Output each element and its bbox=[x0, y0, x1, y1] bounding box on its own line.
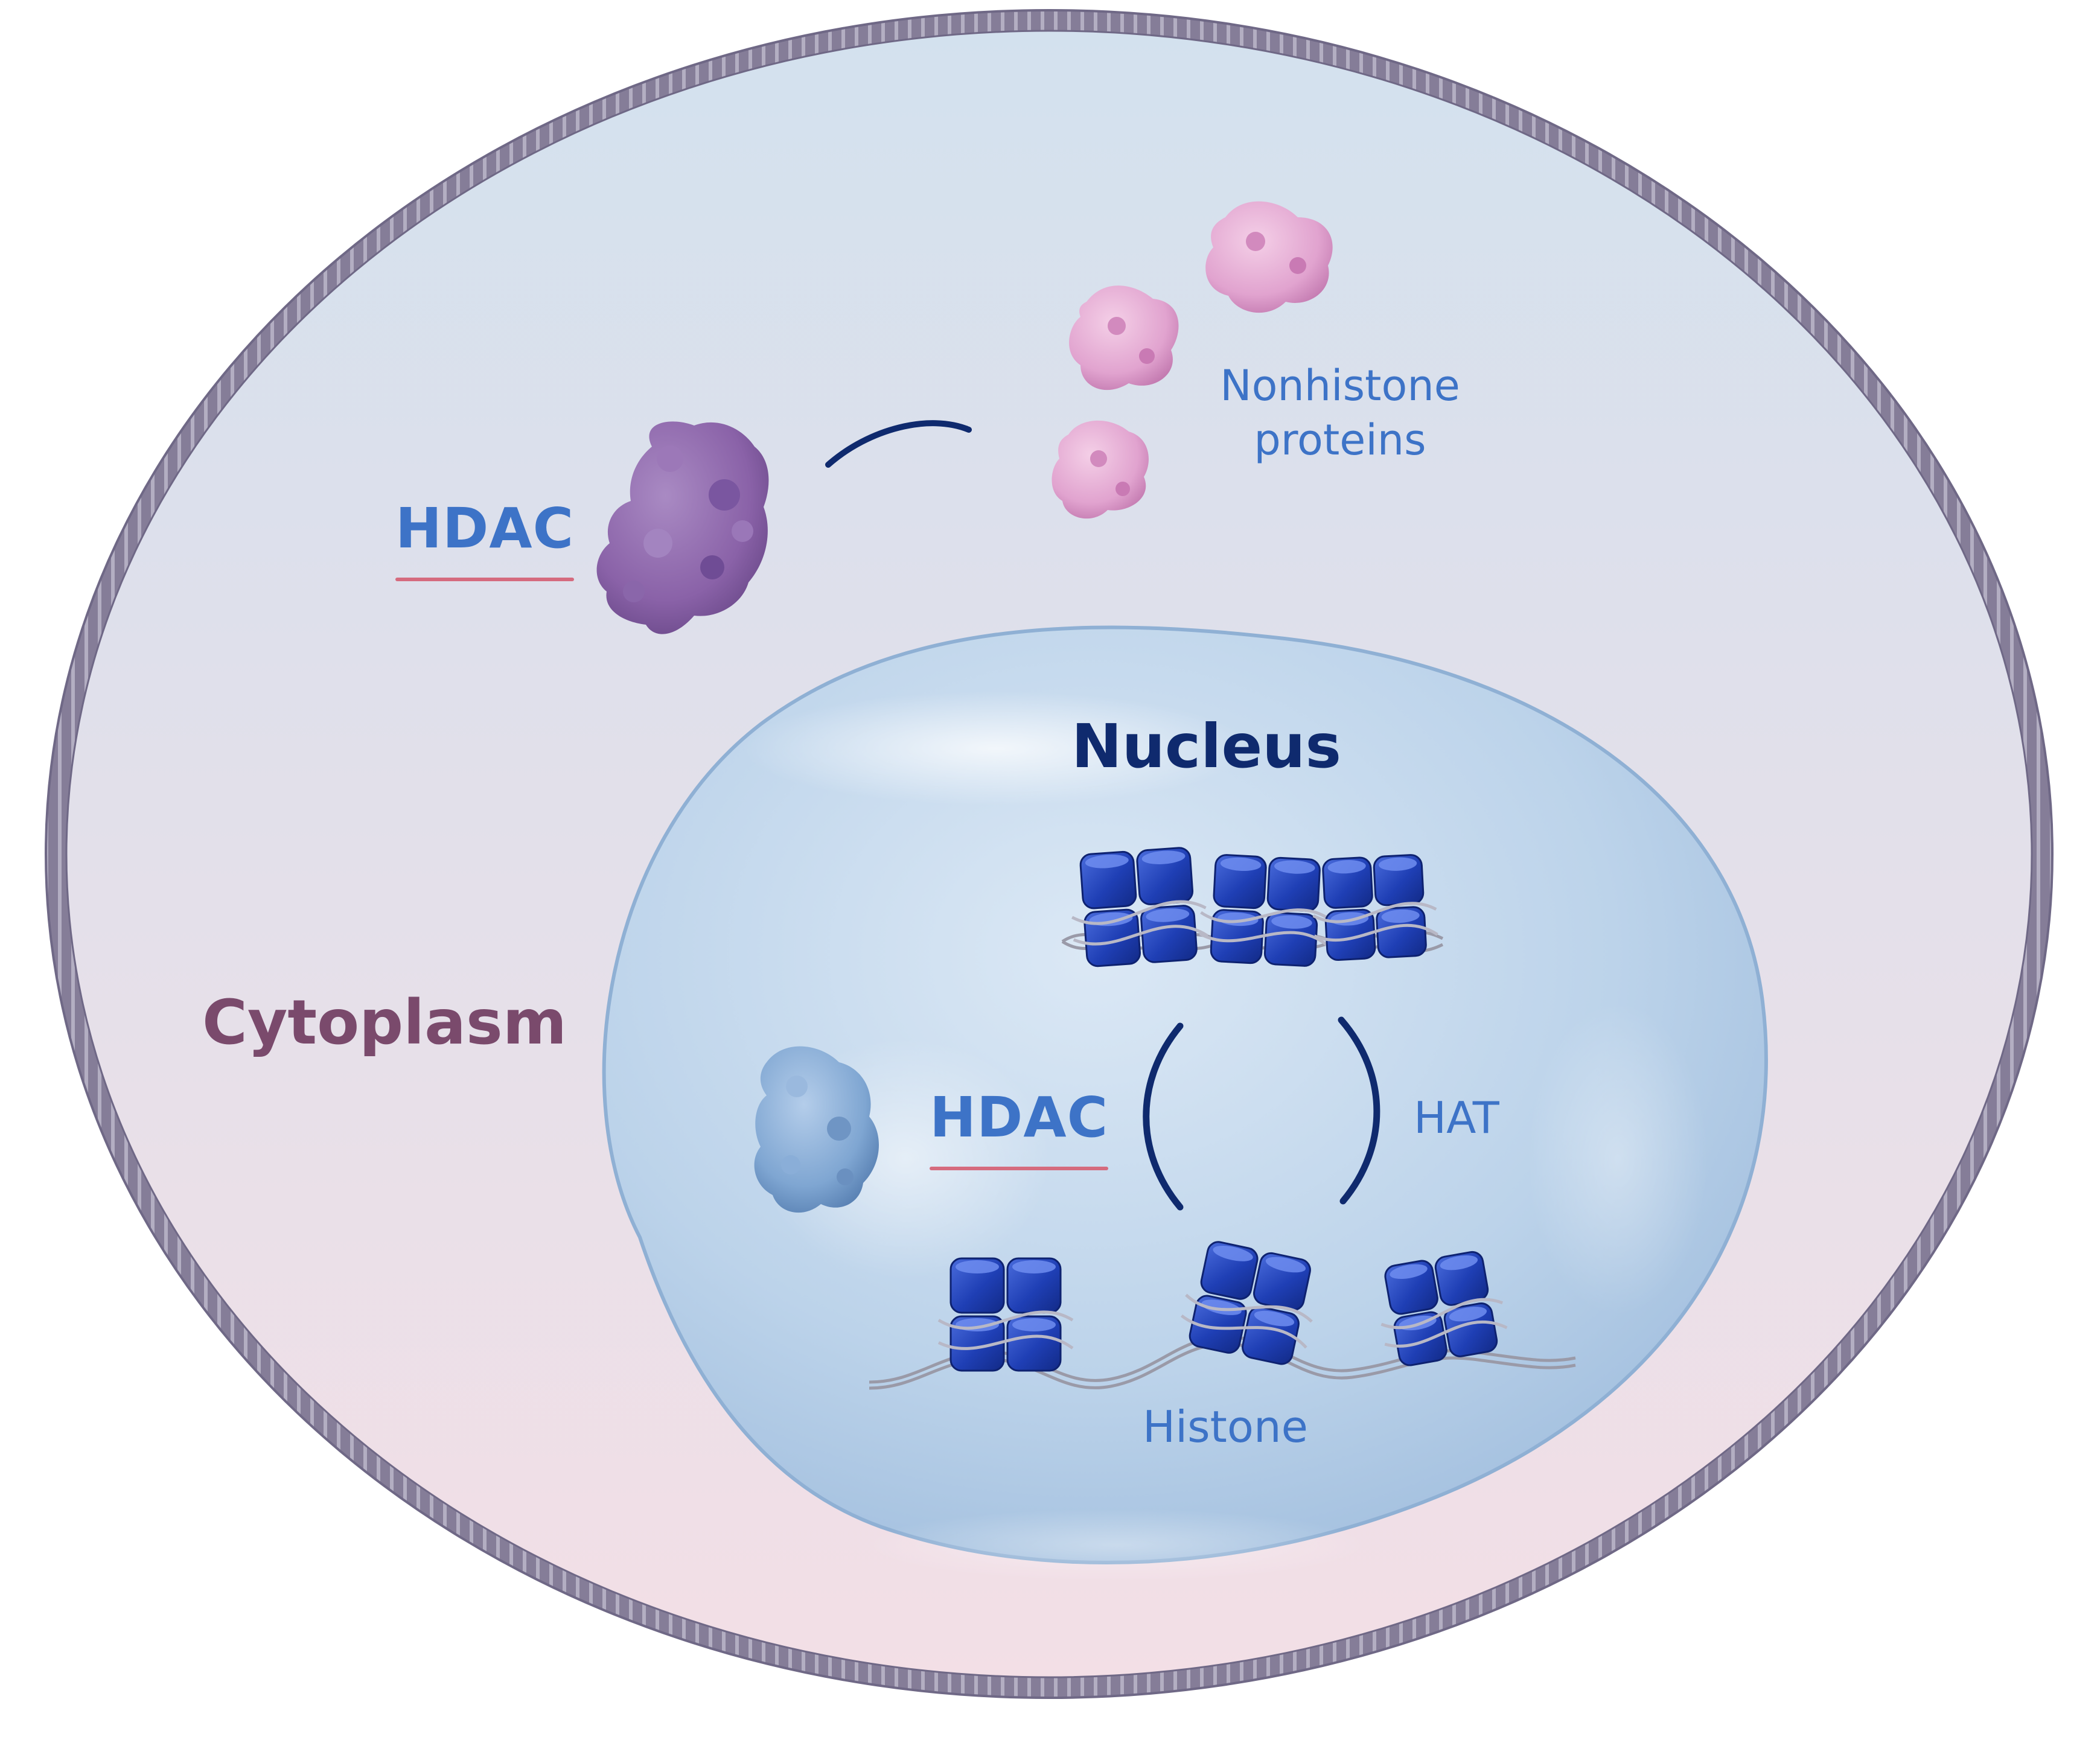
nonhistone-label-line1: Nonhistone bbox=[1220, 361, 1460, 410]
histone-label: Histone bbox=[1143, 1401, 1308, 1452]
nonhistone-protein-2 bbox=[1069, 285, 1179, 390]
nucleosome-icon bbox=[1312, 854, 1438, 961]
nucleosome-icon bbox=[1380, 1251, 1508, 1366]
nonhistone-protein-1 bbox=[1205, 201, 1333, 313]
nucleosome-icon bbox=[937, 1257, 1074, 1372]
nucleus-body bbox=[602, 625, 1768, 1581]
nucleus-label: Nucleus bbox=[1071, 711, 1341, 782]
nonhistone-protein-3 bbox=[1052, 420, 1149, 519]
nucleosome-icon bbox=[1180, 1241, 1313, 1365]
nucleosome-icon bbox=[1199, 854, 1330, 967]
nucleosome-icon bbox=[1071, 847, 1209, 967]
nonhistone-label-line2: proteins bbox=[1254, 415, 1426, 465]
curved-arrow-icon bbox=[825, 420, 972, 468]
hdac-protein-icon bbox=[596, 421, 769, 634]
cytoplasm-label: Cytoplasm bbox=[202, 987, 567, 1059]
hdac-protein-icon bbox=[754, 1046, 879, 1213]
hat-label: HAT bbox=[1414, 1092, 1499, 1143]
curved-arrow-icon bbox=[1143, 1022, 1184, 1211]
hdac-label-nucleus: HDAC bbox=[930, 1085, 1109, 1170]
hdac-label-cytoplasm: HDAC bbox=[395, 496, 575, 581]
nonhistone-proteins-label: Nonhistone proteins bbox=[1201, 359, 1479, 467]
curved-arrow-icon bbox=[1338, 1016, 1380, 1205]
